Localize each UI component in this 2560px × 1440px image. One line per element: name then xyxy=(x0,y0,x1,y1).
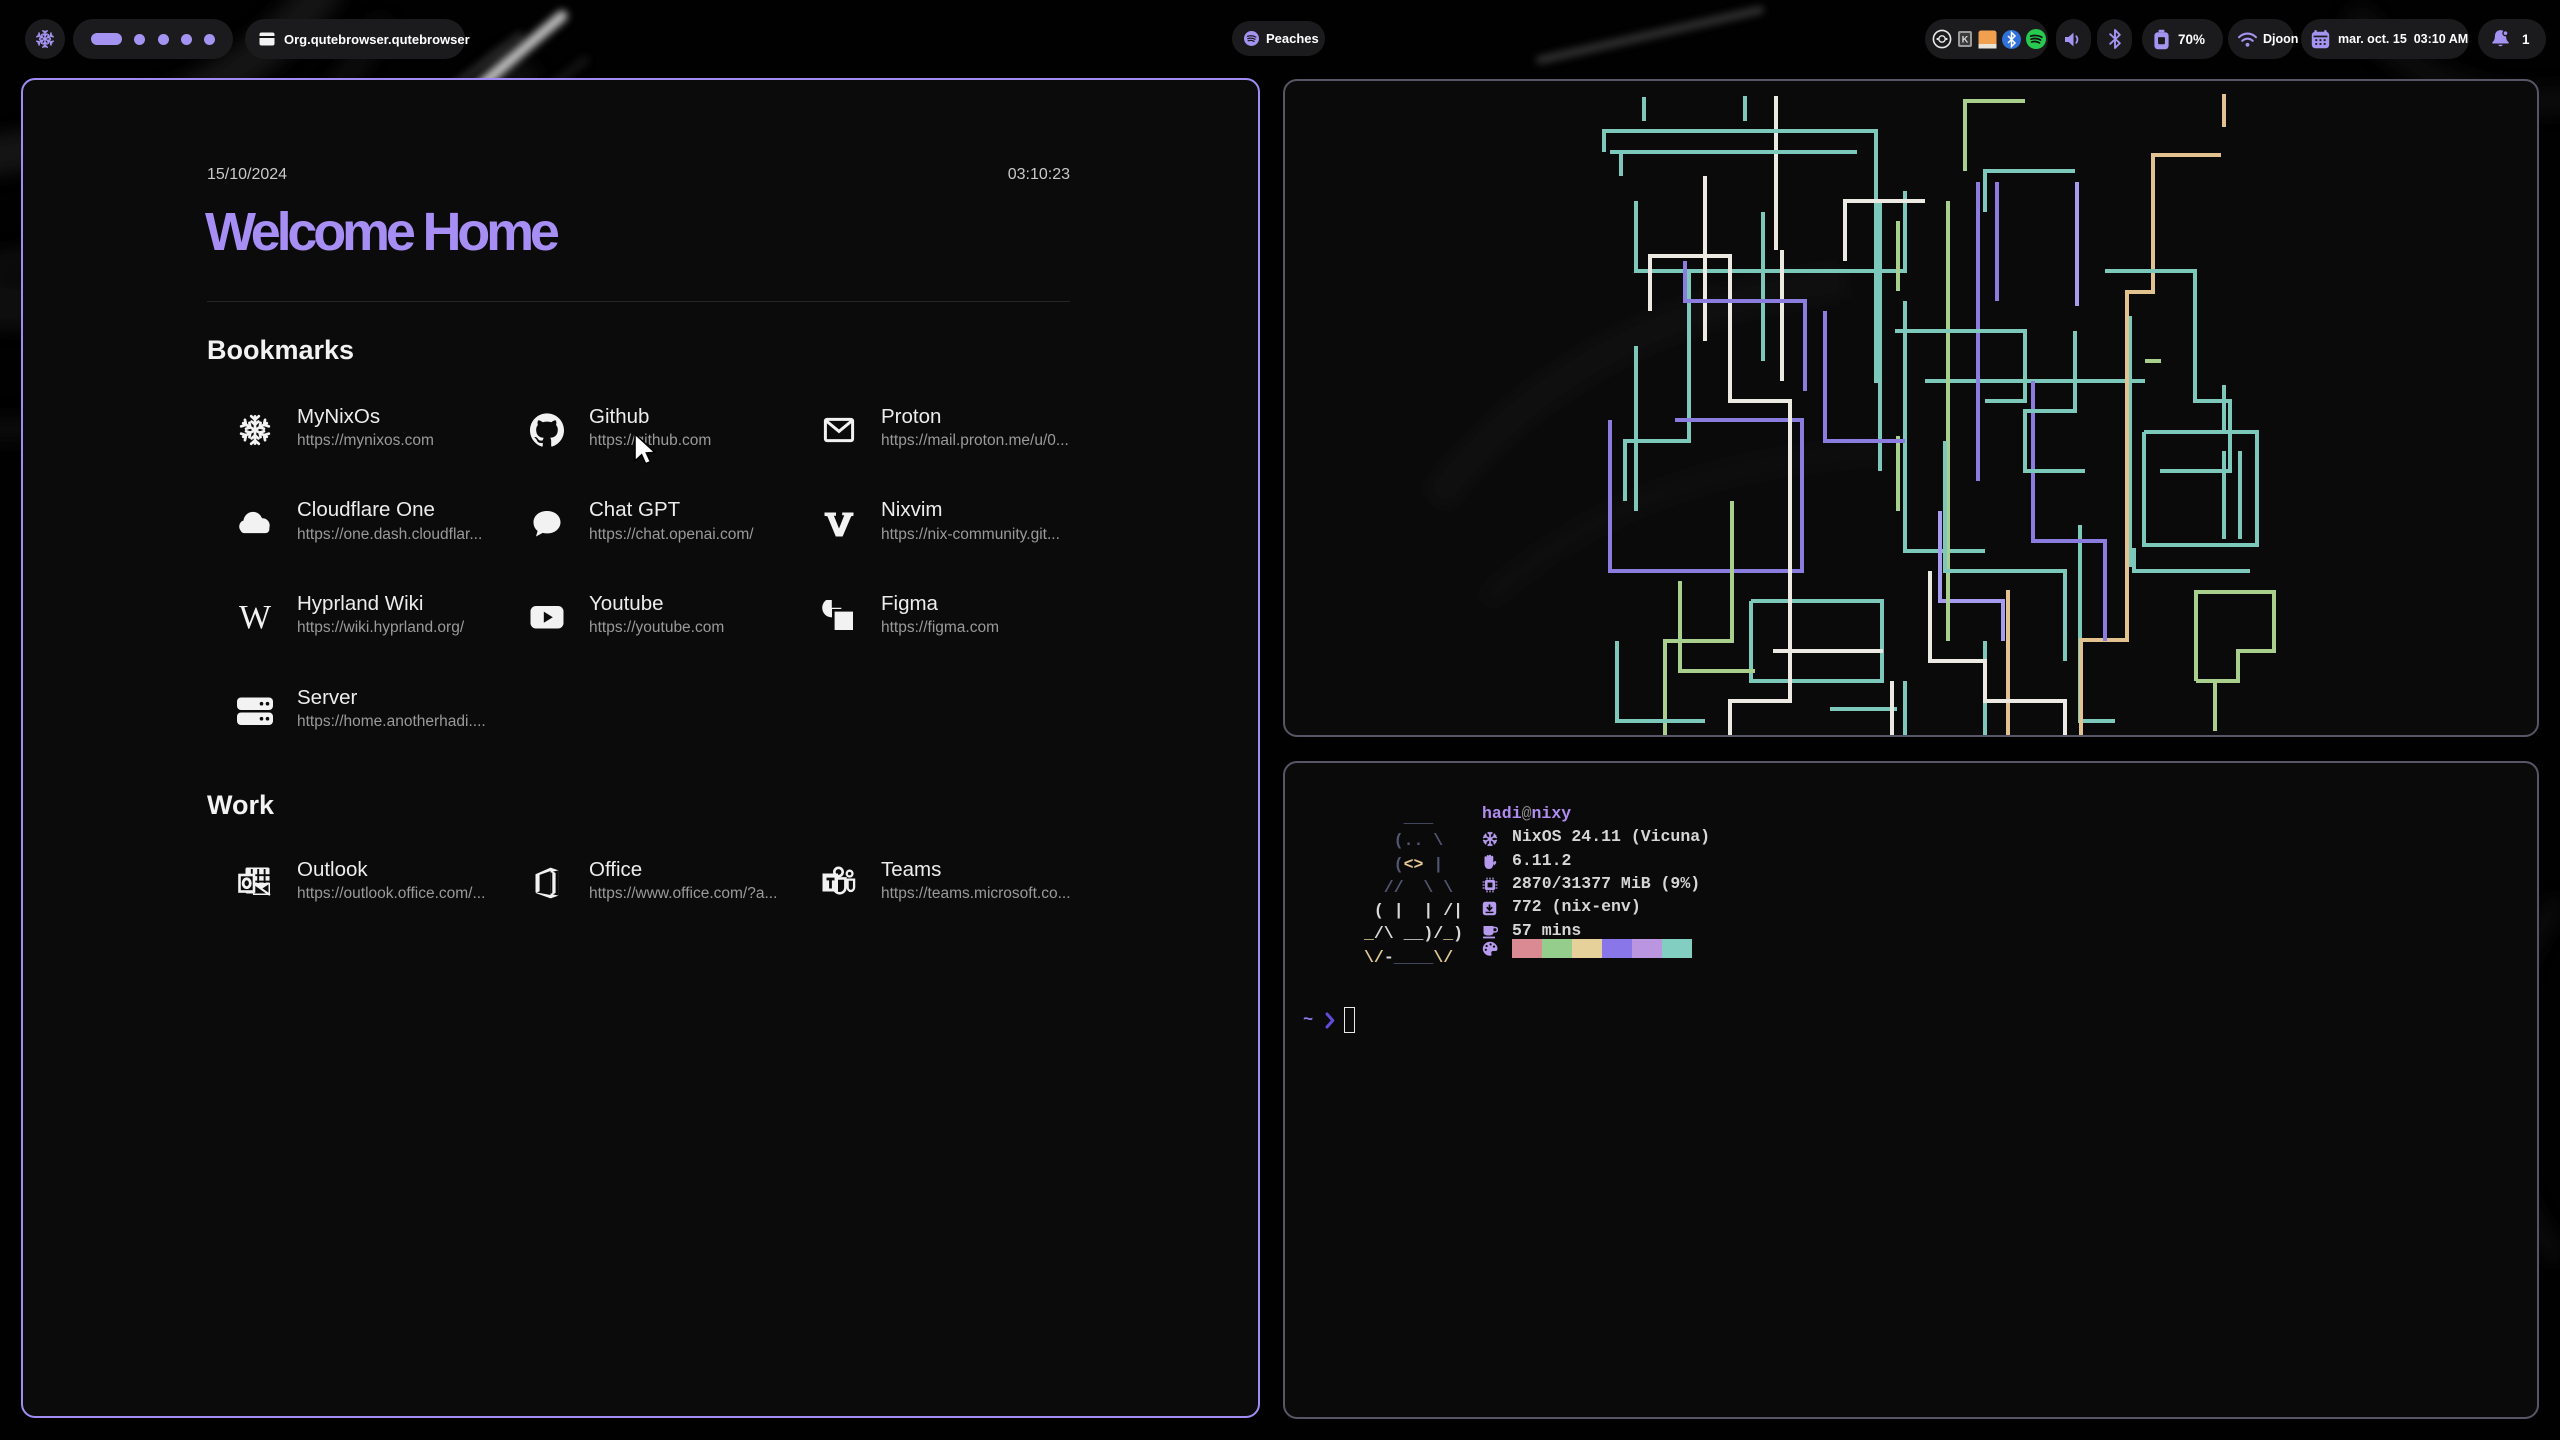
svg-text:W: W xyxy=(239,600,272,634)
svg-text:K: K xyxy=(1962,35,1969,45)
